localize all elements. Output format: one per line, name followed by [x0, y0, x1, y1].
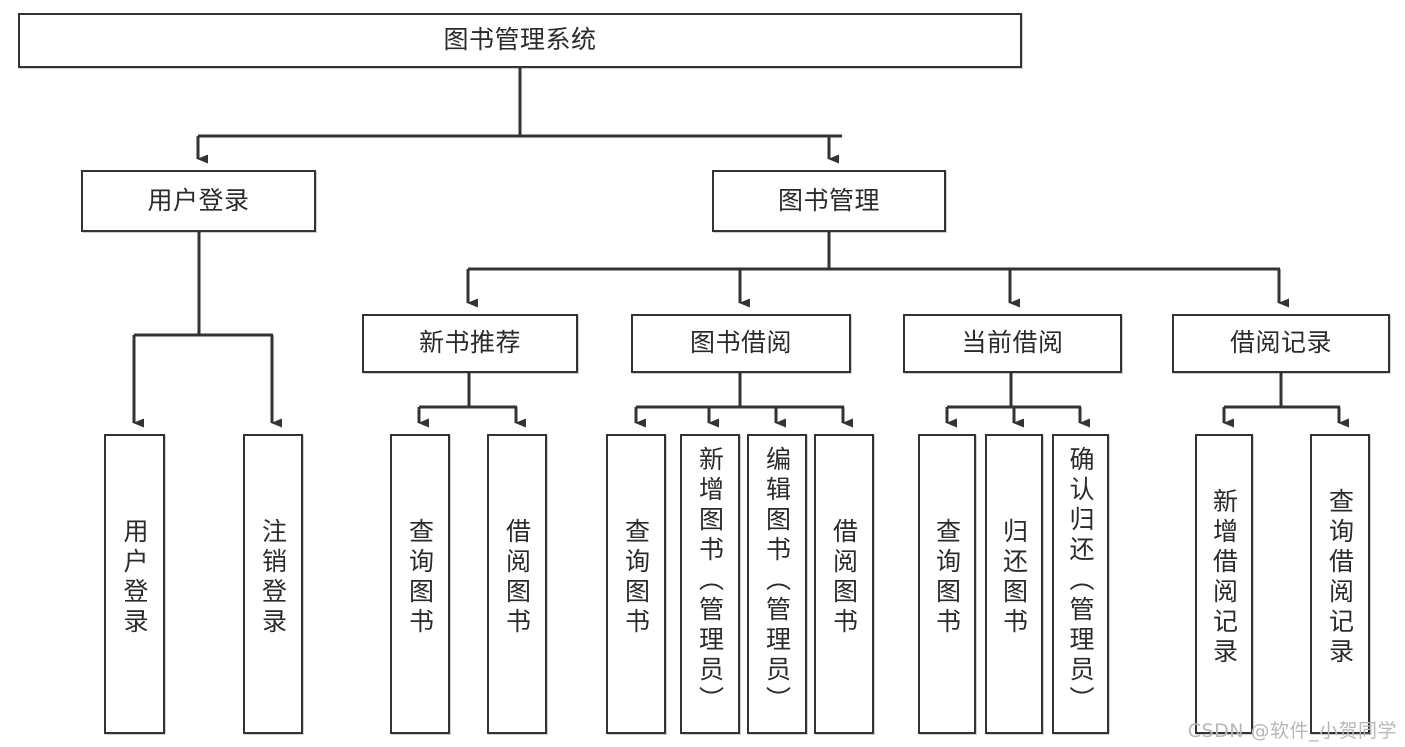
- node-book-manage[interactable]: 图书管理: [712, 170, 946, 232]
- node-book-borrow[interactable]: 图书借阅: [631, 314, 851, 373]
- node-leaf-add-borrow-record[interactable]: 新增借阅记录: [1195, 434, 1253, 734]
- node-leaf-borrow-book-borrow[interactable]: 借阅图书: [814, 434, 874, 734]
- node-label: 新书推荐: [418, 328, 521, 358]
- node-label: 确认归还（管理员）: [1066, 446, 1095, 716]
- node-leaf-add-book-admin[interactable]: 新增图书（管理员）: [680, 434, 740, 734]
- node-label: 用户登录: [120, 518, 149, 638]
- node-label: 图书管理: [777, 185, 880, 215]
- node-leaf-confirm-return-admin[interactable]: 确认归还（管理员）: [1052, 434, 1109, 734]
- node-leaf-return-book[interactable]: 归还图书: [985, 434, 1043, 734]
- node-label: 查询图书: [621, 518, 651, 638]
- node-root-system[interactable]: 图书管理系统: [18, 13, 1022, 68]
- node-leaf-user-login[interactable]: 用户登录: [104, 434, 165, 734]
- node-label: 归还图书: [999, 518, 1029, 638]
- node-label: 借阅图书: [502, 518, 532, 638]
- node-user-login[interactable]: 用户登录: [81, 170, 316, 232]
- node-leaf-query-book-borrow[interactable]: 查询图书: [606, 434, 666, 734]
- node-label: 新增借阅记录: [1209, 488, 1239, 668]
- node-label: 借阅图书: [829, 518, 859, 638]
- node-leaf-query-borrow-record[interactable]: 查询借阅记录: [1310, 434, 1370, 734]
- node-label: 查询借阅记录: [1325, 488, 1355, 668]
- node-label: 图书借阅: [689, 328, 792, 358]
- node-leaf-logout[interactable]: 注销登录: [243, 434, 303, 734]
- node-leaf-query-book-recommend[interactable]: 查询图书: [390, 434, 450, 734]
- node-label: 当前借阅: [961, 328, 1064, 358]
- node-leaf-borrow-book-recommend[interactable]: 借阅图书: [487, 434, 547, 734]
- node-label: 查询图书: [405, 518, 435, 638]
- node-label: 用户登录: [147, 185, 250, 215]
- node-borrow-record[interactable]: 借阅记录: [1172, 314, 1390, 373]
- node-label: 图书管理系统: [443, 25, 597, 55]
- node-leaf-edit-book-admin[interactable]: 编辑图书（管理员）: [747, 434, 807, 734]
- node-new-book-recommend[interactable]: 新书推荐: [362, 314, 578, 373]
- node-current-borrow[interactable]: 当前借阅: [903, 314, 1122, 373]
- node-leaf-query-book-current[interactable]: 查询图书: [918, 434, 976, 734]
- node-label: 查询图书: [932, 518, 962, 638]
- node-label: 编辑图书（管理员）: [762, 446, 792, 716]
- node-label: 借阅记录: [1229, 328, 1332, 358]
- node-label: 新增图书（管理员）: [695, 446, 725, 716]
- node-label: 注销登录: [258, 518, 288, 638]
